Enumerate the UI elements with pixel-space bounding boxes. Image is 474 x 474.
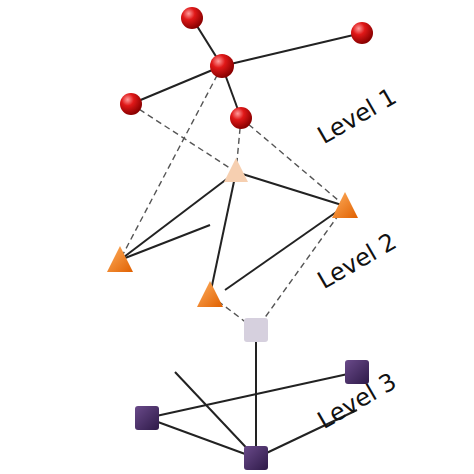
level3-squares: [135, 318, 369, 470]
intra-level-links: [120, 18, 362, 458]
level-plane: Level 1: [5, 0, 470, 200]
plane-shape: [5, 145, 470, 345]
level-label: Level 3: [313, 367, 402, 434]
inter-level-links: [120, 66, 345, 330]
plane-shape: [5, 285, 470, 474]
plane-shape: [5, 0, 470, 200]
level-label: Level 1: [313, 82, 402, 149]
level-plane: Level 2: [5, 145, 470, 345]
level-plane: Level 3: [5, 285, 470, 474]
level1-spheres: [120, 7, 373, 129]
level-label: Level 2: [313, 227, 402, 294]
